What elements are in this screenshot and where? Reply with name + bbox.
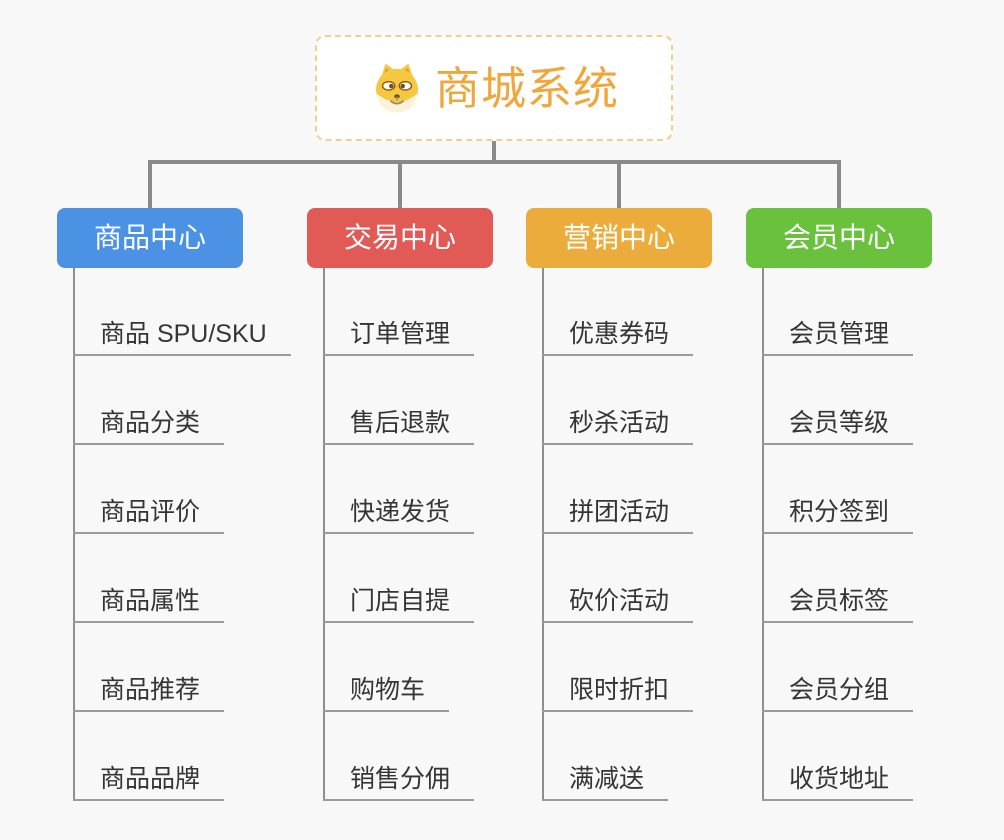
branch-label: 营销中心 (562, 222, 675, 253)
leaf-node[interactable]: 会员分组 (762, 672, 914, 712)
leaf-node[interactable]: 商品 SPU/SKU (73, 316, 291, 356)
leaf-node[interactable]: 门店自提 (323, 583, 475, 623)
connector-root-drop (492, 141, 496, 164)
shiba-dog-icon (369, 60, 425, 116)
leaf-node[interactable]: 商品评价 (73, 494, 225, 534)
leaf-node[interactable]: 商品推荐 (73, 672, 225, 712)
leaf-node[interactable]: 会员标签 (762, 583, 914, 623)
leaf-node[interactable]: 满减送 (542, 761, 669, 801)
leaf-node[interactable]: 拼团活动 (542, 494, 694, 534)
leaf-node[interactable]: 限时折扣 (542, 672, 694, 712)
leaf-node[interactable]: 砍价活动 (542, 583, 694, 623)
branch-label: 会员中心 (782, 222, 895, 253)
branch-label: 商品中心 (93, 222, 206, 253)
branch-node-trade-center[interactable]: 交易中心 (307, 208, 493, 268)
connector-drop-branch-1 (398, 160, 402, 208)
leaf-node[interactable]: 销售分佣 (323, 761, 475, 801)
branch-column-product: 商品中心 商品 SPU/SKU 商品分类商品评价商品属性商品推荐商品品牌 (57, 208, 291, 818)
leaf-node[interactable]: 售后退款 (323, 405, 475, 445)
branch-node-product-center[interactable]: 商品中心 (57, 208, 243, 268)
leaf-node[interactable]: 会员等级 (762, 405, 914, 445)
leaf-node[interactable]: 积分签到 (762, 494, 914, 534)
leaf-node[interactable]: 订单管理 (323, 316, 475, 356)
branch-label: 交易中心 (343, 222, 456, 253)
leaf-node[interactable]: 购物车 (323, 672, 450, 712)
connector-drop-branch-3 (837, 160, 841, 208)
leaf-node[interactable]: 优惠券码 (542, 316, 694, 356)
leaf-node[interactable]: 商品分类 (73, 405, 225, 445)
branch-column-marketing: 营销中心 优惠券码秒杀活动拼团活动砍价活动限时折扣满减送 (526, 208, 712, 818)
root-node[interactable]: 商城系统 (315, 35, 673, 141)
leaf-node[interactable]: 商品属性 (73, 583, 225, 623)
branch-trunk-line (73, 268, 75, 801)
leaf-node[interactable]: 收货地址 (762, 761, 914, 801)
leaf-node[interactable]: 快递发货 (323, 494, 475, 534)
branch-column-member: 会员中心 会员管理会员等级积分签到会员标签会员分组收货地址 (746, 208, 932, 818)
root-title: 商城系统 (434, 62, 619, 114)
connector-drop-branch-2 (617, 160, 621, 208)
branch-node-member-center[interactable]: 会员中心 (746, 208, 932, 268)
connector-bus-line (148, 160, 841, 164)
leaf-node[interactable]: 商品品牌 (73, 761, 225, 801)
connector-drop-branch-0 (148, 160, 152, 208)
branch-column-trade: 交易中心 订单管理售后退款快递发货门店自提购物车销售分佣 (307, 208, 493, 818)
branch-node-marketing-center[interactable]: 营销中心 (526, 208, 712, 268)
branch-trunk-line (542, 268, 544, 801)
branch-trunk-line (323, 268, 325, 801)
leaf-node[interactable]: 会员管理 (762, 316, 914, 356)
leaf-node[interactable]: 秒杀活动 (542, 405, 694, 445)
branch-trunk-line (762, 268, 764, 801)
